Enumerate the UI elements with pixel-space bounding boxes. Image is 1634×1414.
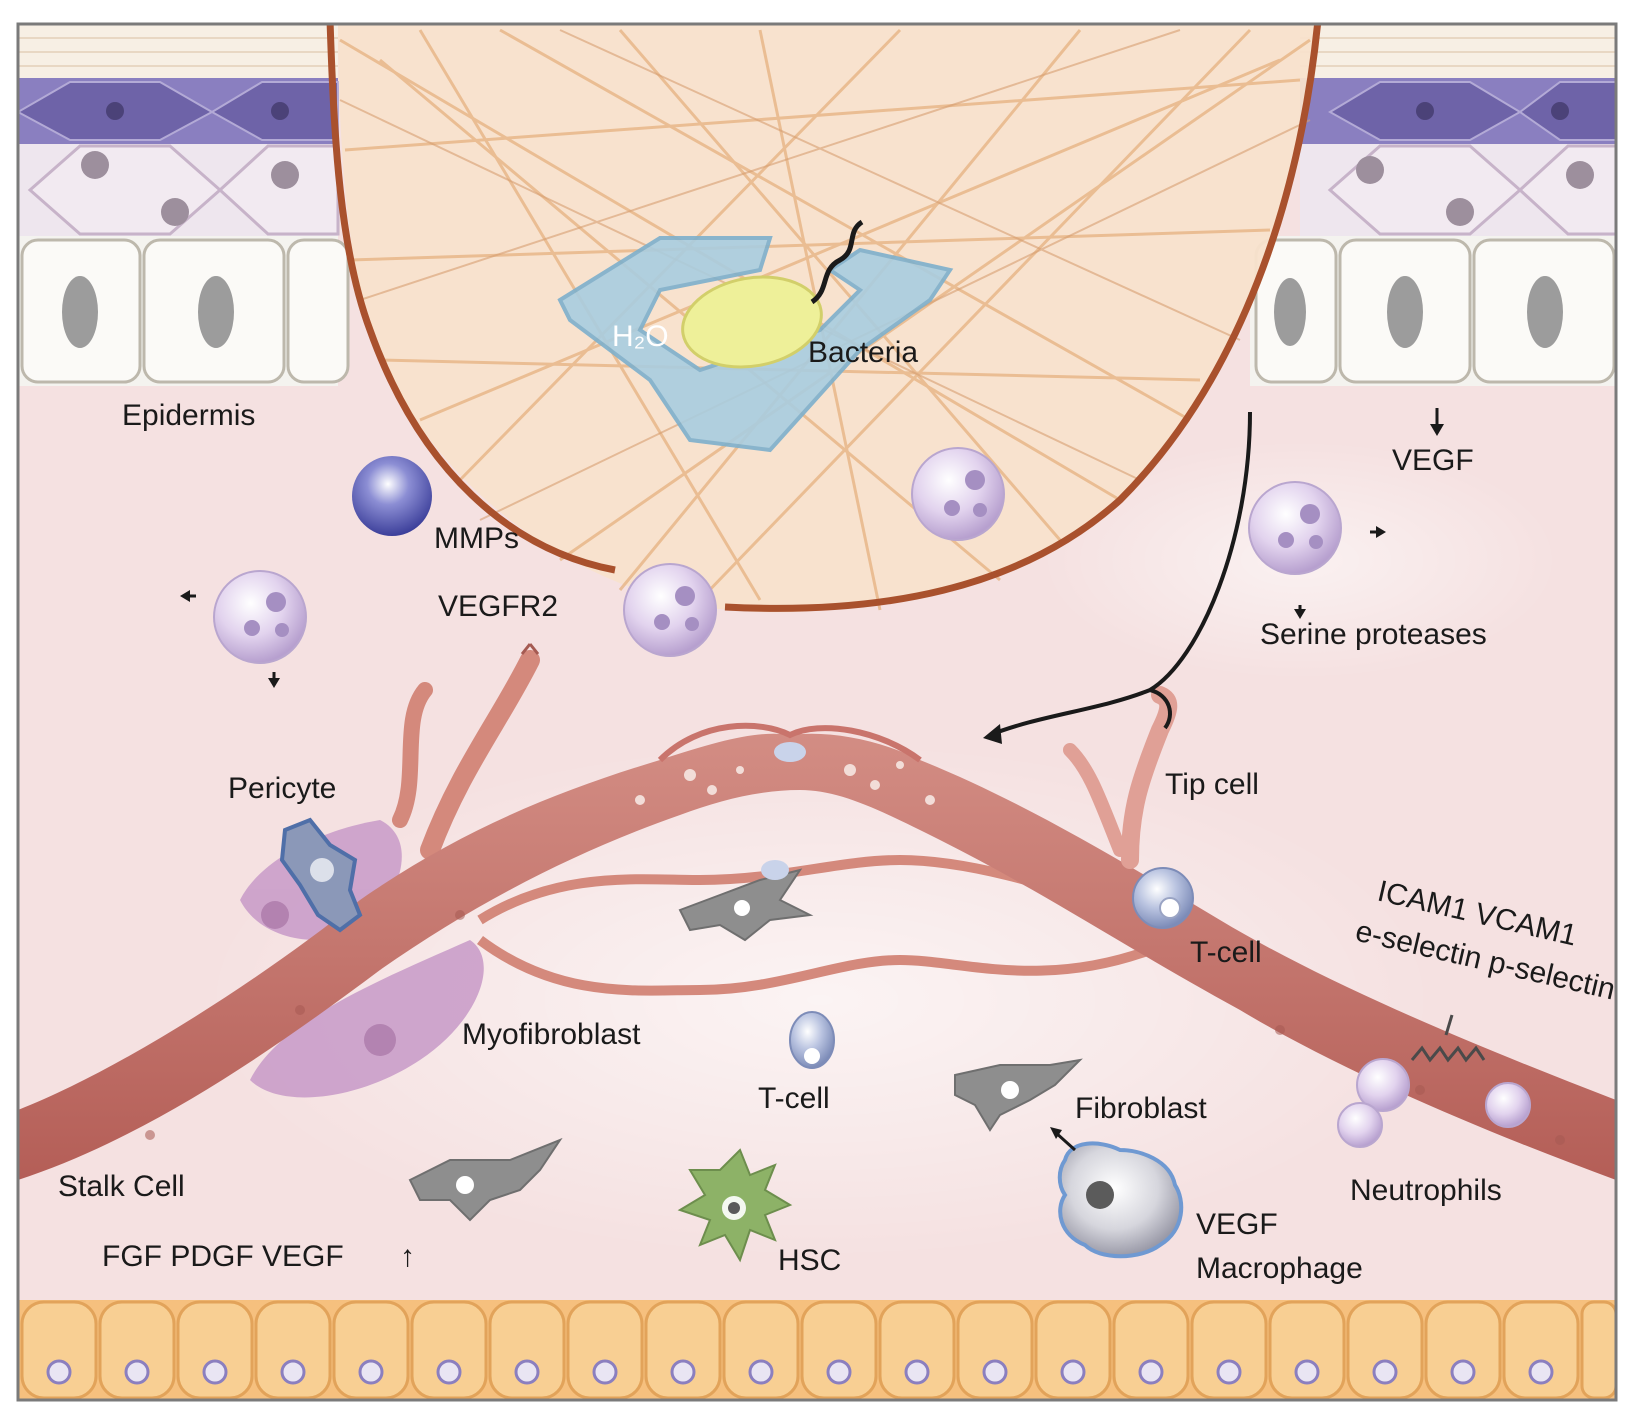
- label-t-cell-vessel: T-cell: [1190, 936, 1262, 969]
- emerging-cell: [761, 860, 789, 880]
- macrophage-arrow: [1050, 1127, 1077, 1152]
- neutrophil: [1248, 481, 1342, 575]
- growth-up-arrow: ↑: [400, 1240, 415, 1273]
- label-pericyte: Pericyte: [228, 772, 336, 805]
- label-vegf-top: VEGF: [1392, 444, 1474, 477]
- basal-layer: [18, 1300, 1616, 1400]
- macrophage: [1057, 1141, 1184, 1259]
- t-cell-free: [789, 1011, 835, 1069]
- vegfr2-receptor: [392, 643, 540, 860]
- adhesion-molecules: [1410, 1014, 1486, 1063]
- label-fibroblast: Fibroblast: [1075, 1092, 1207, 1125]
- bacteria-cell: [681, 275, 823, 369]
- neutrophils-cluster: [1337, 1058, 1531, 1148]
- label-serine-proteases: Serine proteases: [1260, 618, 1487, 651]
- label-stalk-cell: Stalk Cell: [58, 1170, 185, 1203]
- signal-arrow: [989, 411, 1252, 737]
- emerging-cell: [774, 742, 806, 762]
- stalk-fibroblast: [408, 1137, 563, 1222]
- neutrophil: [623, 563, 717, 657]
- figure-frame: [16, 22, 1618, 1402]
- epidermis-left: [18, 24, 350, 386]
- scaffold-edge-left: [326, 24, 616, 574]
- label-hsc: HSC: [778, 1244, 841, 1277]
- label-vegf-macrophage: VEGF: [1196, 1208, 1278, 1241]
- label-macrophage: Macrophage: [1196, 1252, 1363, 1285]
- label-water: H₂O: [612, 320, 669, 353]
- label-growth-factors: FGF PDGF VEGF: [102, 1240, 344, 1273]
- label-mmps: MMPs: [434, 522, 519, 555]
- bacteria-flagellum: [810, 219, 864, 305]
- pericyte: [279, 817, 363, 933]
- label-epidermis: Epidermis: [122, 399, 255, 432]
- label-tip-cell: Tip cell: [1165, 768, 1259, 801]
- wound-scaffold: [326, 24, 1322, 613]
- signal-arrowhead: [983, 724, 1002, 744]
- fibroblast: [954, 1058, 1083, 1132]
- label-bacteria: Bacteria: [808, 336, 918, 369]
- neutrophil: [213, 570, 307, 664]
- t-cell-vessel: [1132, 867, 1194, 929]
- hsc: [677, 1148, 793, 1263]
- label-vegfr2: VEGFR2: [438, 590, 558, 623]
- neutrophil: [911, 447, 1005, 541]
- secretion-arrows: [180, 408, 1444, 688]
- label-neutrophils: Neutrophils: [1350, 1174, 1502, 1207]
- epidermis-right: [1250, 24, 1616, 386]
- label-t-cell-free: T-cell: [758, 1082, 830, 1115]
- label-myofibroblast: Myofibroblast: [462, 1018, 641, 1051]
- blood-vessel: [18, 722, 1616, 1180]
- bacteria-biofilm: [557, 219, 954, 453]
- mmps-sphere: [352, 456, 432, 536]
- scaffold-edge-right: [724, 24, 1322, 612]
- fibroblast-in-loop: [678, 868, 814, 942]
